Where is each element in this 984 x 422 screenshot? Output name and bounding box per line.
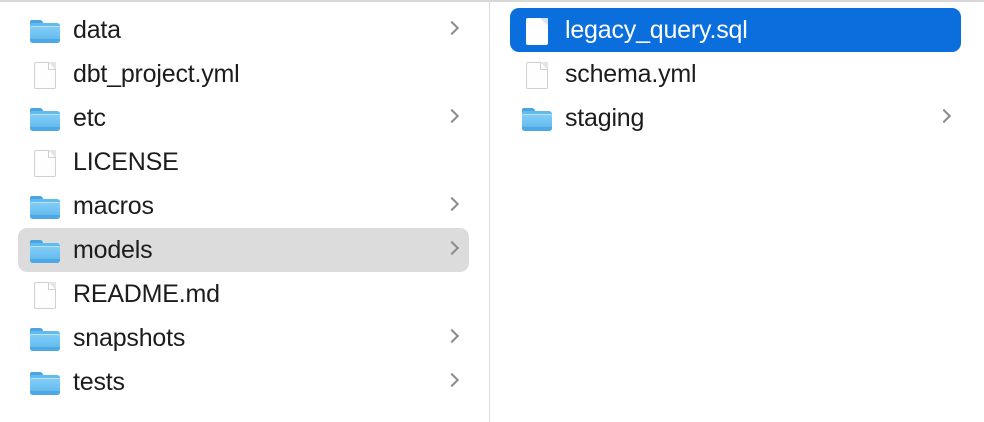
list-item[interactable]: macros — [18, 184, 469, 228]
list-item-label: README.md — [73, 280, 220, 308]
list-item-label: staging — [565, 104, 645, 132]
list-item-label: data — [73, 16, 121, 44]
document-icon — [28, 145, 62, 179]
list-item-label: tests — [73, 368, 125, 396]
list-item[interactable]: models — [18, 228, 469, 272]
chevron-right-icon[interactable] — [444, 195, 460, 217]
list-item-label: macros — [73, 192, 154, 220]
chevron-right-icon[interactable] — [444, 371, 460, 393]
document-icon — [520, 57, 554, 91]
list-item-label: schema.yml — [565, 60, 697, 88]
folder-icon — [520, 101, 554, 135]
folder-icon — [28, 365, 62, 399]
list-item-label: legacy_query.sql — [565, 16, 748, 44]
document-icon — [28, 277, 62, 311]
list-item-label: etc — [73, 104, 106, 132]
list-item-label: snapshots — [73, 324, 186, 352]
list-item[interactable]: tests — [18, 360, 469, 404]
chevron-right-icon[interactable] — [444, 239, 460, 261]
list-item[interactable]: snapshots — [18, 316, 469, 360]
list-item[interactable]: staging — [510, 96, 961, 140]
list-item[interactable]: README.md — [18, 272, 469, 316]
top-hairline — [0, 0, 984, 2]
chevron-right-icon[interactable] — [444, 19, 460, 41]
list-item[interactable]: etc — [18, 96, 469, 140]
document-icon — [520, 13, 554, 47]
folder-icon — [28, 321, 62, 355]
list-item[interactable]: LICENSE — [18, 140, 469, 184]
chevron-right-icon[interactable] — [936, 107, 952, 129]
folder-icon — [28, 101, 62, 135]
list-item-label: LICENSE — [73, 148, 179, 176]
folder-icon — [28, 233, 62, 267]
chevron-right-icon[interactable] — [444, 107, 460, 129]
folder-icon — [28, 13, 62, 47]
column-models-folder: legacy_query.sql schema.yml staging — [490, 2, 983, 422]
folder-icon — [28, 189, 62, 223]
list-item[interactable]: schema.yml — [510, 52, 961, 96]
list-item-label: dbt_project.yml — [73, 60, 240, 88]
list-item[interactable]: data — [18, 8, 469, 52]
document-icon — [28, 57, 62, 91]
list-item[interactable]: dbt_project.yml — [18, 52, 469, 96]
chevron-right-icon[interactable] — [444, 327, 460, 349]
list-item[interactable]: legacy_query.sql — [510, 8, 961, 52]
list-item-label: models — [73, 236, 153, 264]
